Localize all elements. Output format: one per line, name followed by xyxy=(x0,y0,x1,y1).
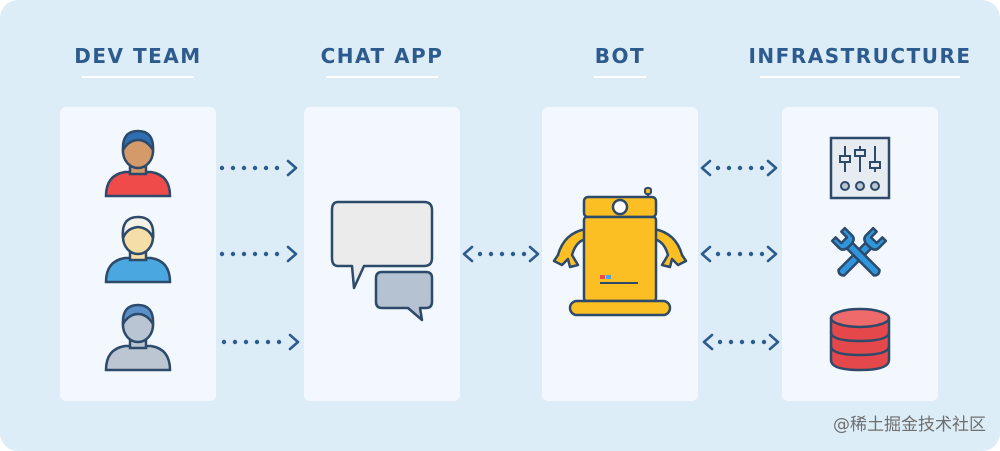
arrow-dev-to-chat-1 xyxy=(219,159,298,177)
control-panel-icon xyxy=(829,136,891,200)
robot-icon xyxy=(552,187,688,317)
watermark: @稀土掘金技术社区 xyxy=(833,415,986,435)
arrow-dev-to-chat-3 xyxy=(221,333,300,351)
arrow-chat-bot xyxy=(462,245,540,263)
chat-bubbles-icon xyxy=(330,200,434,322)
developer-dark-hair-icon xyxy=(104,129,172,198)
arrow-bot-infra-1 xyxy=(700,159,778,177)
arrow-dev-to-chat-2 xyxy=(219,245,298,263)
tools-icon xyxy=(830,226,888,277)
column-underline-infrastructure xyxy=(760,76,960,78)
arrow-bot-infra-2 xyxy=(700,245,778,263)
column-title-bot: BOT xyxy=(594,44,646,68)
arrow-bot-infra-3 xyxy=(702,333,780,351)
column-underline-bot xyxy=(594,76,646,78)
developer-white-hair-icon xyxy=(104,215,172,284)
developer-gray-icon xyxy=(104,303,172,372)
column-title-infrastructure: INFRASTRUCTURE xyxy=(748,44,972,68)
column-underline-chat-app xyxy=(326,76,438,78)
column-title-chat-app: CHAT APP xyxy=(320,44,444,68)
column-underline-dev-team xyxy=(82,76,194,78)
column-title-dev-team: DEV TEAM xyxy=(74,44,202,68)
database-icon xyxy=(829,307,891,372)
